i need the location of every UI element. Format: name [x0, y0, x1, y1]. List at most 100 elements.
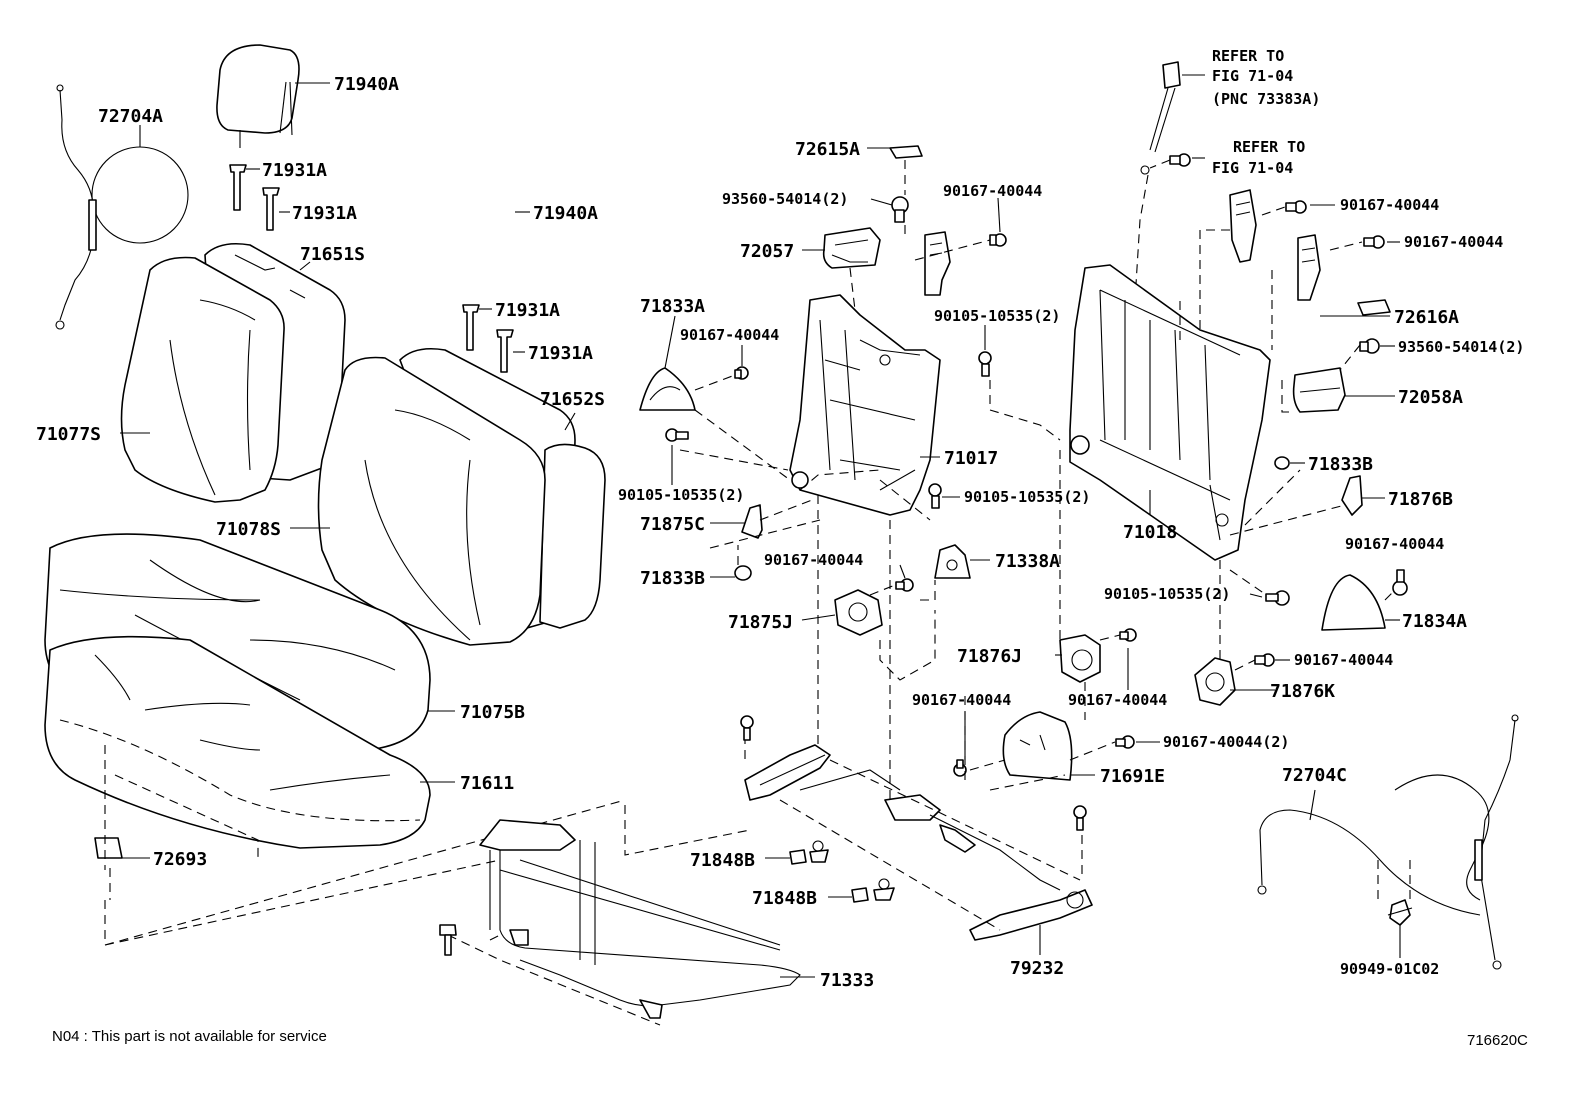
bracket-71338a-drawing [934, 544, 971, 579]
label-71075b: 71075B [460, 702, 525, 723]
bolt-refer-drawing [1169, 153, 1191, 167]
label-90167-71875j: 90167-40044 [764, 551, 863, 569]
clip-71848b-upper-drawing [789, 840, 829, 865]
label-71834a: 71834A [1402, 611, 1467, 632]
bracket-right-upper-drawing [1229, 189, 1257, 263]
label-90167-right-lower: 90167-40044 [1404, 233, 1503, 251]
refer-note-1-line-2: FIG 71-04 [1212, 67, 1293, 85]
bolt-90167-71875j-drawing [895, 578, 914, 592]
label-71078s: 71078S [216, 519, 281, 540]
label-90167-71691e-left: 90167-40044 [912, 691, 1011, 709]
label-72693: 72693 [153, 849, 207, 870]
label-71651s: 71651S [300, 244, 365, 265]
label-90167-top: 90167-40044 [943, 182, 1042, 200]
label-71848b-lower: 71848B [752, 888, 817, 909]
refer-note-2-line-1: REFER TO [1233, 138, 1305, 156]
plug-71833b-left-drawing [734, 565, 752, 581]
clip-72693-drawing [94, 837, 123, 900]
bolt-frame-drawing [439, 924, 457, 956]
bolt-90105-lower-drawing [928, 483, 942, 509]
label-71940a-left: 71940A [334, 74, 399, 95]
label-72616a: 72616A [1394, 307, 1459, 328]
frame-71333-drawing [479, 819, 801, 1019]
label-93560-right: 93560-54014(2) [1398, 338, 1524, 356]
bolt-hinge-left-drawing [740, 715, 754, 741]
bolt-90167-mid-drawing [734, 366, 749, 380]
refer-note-1-line-3: (PNC 73383A) [1212, 90, 1320, 108]
label-71931a-2: 71931A [292, 203, 357, 224]
label-72704c: 72704C [1282, 765, 1347, 786]
label-71077s: 71077S [36, 424, 101, 445]
label-72615a: 72615A [795, 139, 860, 160]
refer-note-2-line-2: FIG 71-04 [1212, 159, 1293, 177]
label-71017: 71017 [944, 448, 998, 469]
hinge-79232-drawing [744, 744, 1093, 941]
hinge-cover-71875j-drawing [834, 589, 883, 636]
hinge-cover-71876j-drawing [1059, 634, 1101, 683]
label-71833b-left: 71833B [640, 568, 705, 589]
label-90949-01c02: 90949-01C02 [1340, 960, 1439, 978]
refer-note-2: REFER TO FIG 71-04 [1212, 138, 1305, 177]
label-71691e: 71691E [1100, 766, 1165, 787]
cover-71691e-drawing [1002, 711, 1073, 781]
label-71876b: 71876B [1388, 489, 1453, 510]
label-71931a-1: 71931A [262, 160, 327, 181]
bolt-90105-left-drawing [665, 428, 689, 442]
bolt-93560-left-drawing [891, 196, 909, 223]
bolt-90167-top-drawing [989, 233, 1007, 247]
buckle-reference-drawing [1140, 61, 1181, 175]
cover-72057-drawing [822, 227, 881, 269]
label-71833a: 71833A [640, 296, 705, 317]
label-71940a-right: 71940A [533, 203, 598, 224]
hinge-cover-71875c-drawing [741, 504, 763, 539]
seatback-71077s-drawing [120, 242, 346, 503]
bolt-hinge-right-drawing [1073, 805, 1087, 831]
label-90105-right: 90105-10535(2) [1104, 585, 1230, 603]
clamp-90949-drawing [1387, 899, 1413, 926]
cable-72704c-drawing [1257, 714, 1519, 970]
label-71848b-upper: 71848B [690, 850, 755, 871]
bolt-90167-71691e-left-drawing [953, 759, 967, 777]
label-72057: 72057 [740, 241, 794, 262]
label-71875j: 71875J [728, 612, 793, 633]
label-71652s: 71652S [540, 389, 605, 410]
label-71931a-3: 71931A [495, 300, 560, 321]
clip-71848b-lower-drawing [851, 878, 895, 903]
seatback-71078s-drawing [317, 347, 606, 646]
bolt-90105-right-drawing [1265, 590, 1290, 606]
bolt-90167-right-lower-drawing [1363, 235, 1385, 249]
label-71611: 71611 [460, 773, 514, 794]
label-71018: 71018 [1123, 522, 1177, 543]
hinge-cover-71876b-drawing [1341, 475, 1363, 516]
label-90105-lower: 90105-10535(2) [964, 488, 1090, 506]
bolt-90167-71876k-drawing [1254, 653, 1275, 667]
label-72058a: 72058A [1398, 387, 1463, 408]
label-90105-left: 90105-10535(2) [618, 486, 744, 504]
cushion-pad-71611-drawing [44, 635, 431, 849]
label-71876k: 71876K [1270, 681, 1335, 702]
bracket-71017-top-drawing [924, 231, 951, 296]
label-90167-71876j: 90167-40044 [1068, 691, 1167, 709]
label-71333: 71333 [820, 970, 874, 991]
label-71931a-4: 71931A [528, 343, 593, 364]
headrest-71940a-left-drawing [216, 44, 300, 148]
label-90167-71691e-right: 90167-40044(2) [1163, 733, 1289, 751]
hinge-cover-71876k-drawing [1194, 657, 1236, 706]
footnote: N04 : This part is not available for ser… [52, 1028, 327, 1045]
label-71833b-right: 71833B [1308, 454, 1373, 475]
label-72704a: 72704A [98, 106, 163, 127]
cover-72058a-drawing [1292, 367, 1346, 413]
bolt-93560-right-drawing [1359, 338, 1380, 354]
label-71875c: 71875C [640, 514, 705, 535]
bolt-90167-71691e-right-drawing [1115, 735, 1135, 749]
figure-code: 716620C [1467, 1032, 1528, 1049]
bolt-90167-71834a-drawing [1392, 569, 1408, 596]
plug-71833b-right-drawing [1274, 456, 1290, 470]
bolt-90105-mid-drawing [978, 351, 992, 377]
bolt-90167-71876j-drawing [1119, 628, 1137, 642]
label-90167-right-upper: 90167-40044 [1340, 196, 1439, 214]
frame-71018-drawing [1069, 264, 1271, 561]
label-79232: 79232 [1010, 958, 1064, 979]
frame-71017-drawing [789, 294, 941, 521]
